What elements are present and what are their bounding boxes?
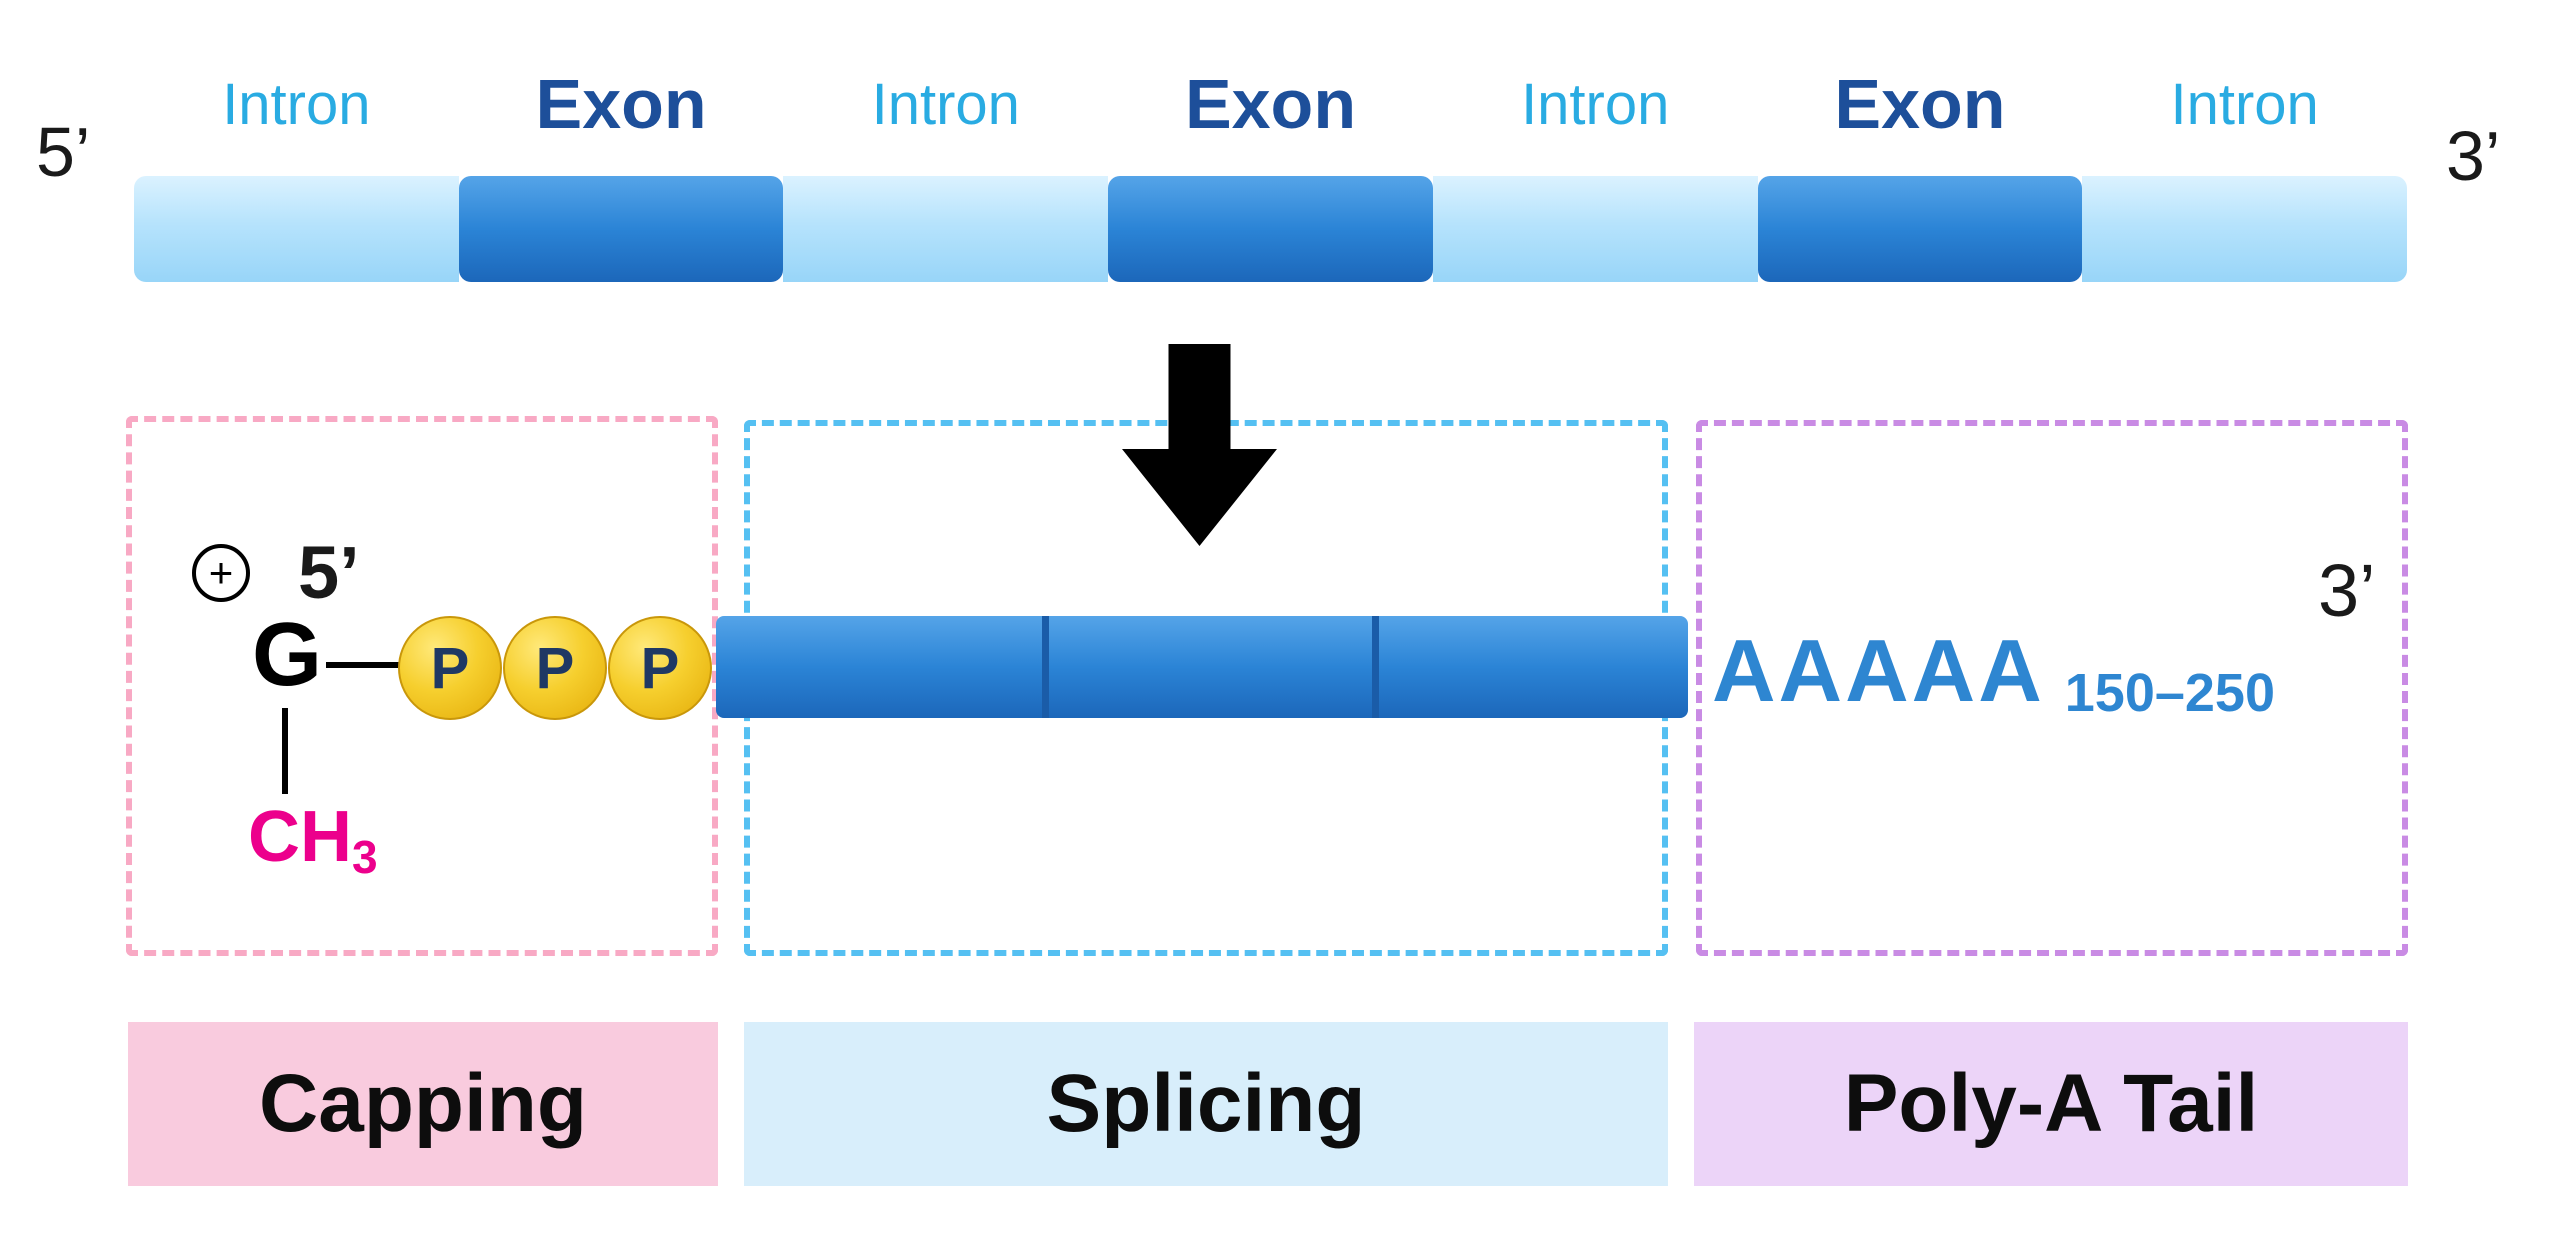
pre-mrna-three-prime-label: 3’ bbox=[2446, 117, 2501, 195]
intron-segment bbox=[134, 176, 459, 282]
phosphate-label: P bbox=[640, 635, 680, 701]
polya-label: Poly-A Tail bbox=[1843, 1058, 2259, 1149]
intron-segment bbox=[783, 176, 1109, 282]
pre-mrna-strand bbox=[134, 176, 2407, 282]
poly-a-sequence: AAAAA bbox=[1712, 621, 2045, 720]
poly-a-tail: AAAAA 150–250 bbox=[1712, 620, 2275, 723]
phosphate-circle: P bbox=[503, 616, 607, 720]
methyl-group-label: CH3 bbox=[248, 796, 378, 883]
plus-circle-icon: + bbox=[192, 544, 250, 602]
pre-mrna-segment-labels: Intron Exon Intron Exon Intron Exon Intr… bbox=[134, 52, 2407, 156]
exon-label: Exon bbox=[1184, 65, 1357, 143]
phosphate-label: P bbox=[430, 635, 470, 701]
polya-region-box bbox=[1696, 420, 2408, 956]
exon-junction bbox=[1372, 616, 1380, 718]
mature-mrna-five-prime-label: 5’ bbox=[298, 531, 360, 614]
mature-mrna-three-prime-label: 3’ bbox=[2318, 549, 2376, 632]
polya-label-box: Poly-A Tail bbox=[1694, 1022, 2408, 1186]
methyl-group-subscript: 3 bbox=[352, 831, 378, 883]
intron-segment bbox=[1432, 176, 1758, 282]
pre-mrna-five-prime-label: 5’ bbox=[36, 113, 91, 191]
cap-guanine-label: G bbox=[252, 605, 323, 705]
intron-segment bbox=[2082, 176, 2407, 282]
intron-label: Intron bbox=[222, 71, 371, 137]
exon-junction bbox=[1041, 616, 1049, 718]
exon-segment bbox=[1757, 176, 2083, 282]
methyl-group-text: CH bbox=[248, 797, 352, 877]
capping-region-box bbox=[126, 416, 718, 956]
splicing-label: Splicing bbox=[1046, 1058, 1366, 1149]
splicing-label-box: Splicing bbox=[744, 1022, 1668, 1186]
plus-sign: + bbox=[208, 549, 234, 596]
exon-segment bbox=[458, 176, 784, 282]
capping-label: Capping bbox=[259, 1058, 587, 1149]
phosphate-circle: P bbox=[608, 616, 712, 720]
phosphate-circle: P bbox=[398, 616, 502, 720]
exon-label: Exon bbox=[535, 65, 707, 143]
intron-label: Intron bbox=[871, 71, 1020, 137]
mature-mrna-strand bbox=[716, 616, 1688, 718]
g-phosphate-bond-line bbox=[326, 662, 406, 668]
phosphate-label: P bbox=[535, 635, 575, 701]
exon-segment bbox=[1108, 176, 1433, 282]
g-methyl-bond-line bbox=[282, 708, 288, 794]
capping-label-box: Capping bbox=[128, 1022, 718, 1186]
intron-label: Intron bbox=[1521, 71, 1670, 137]
exon-label: Exon bbox=[1834, 65, 2006, 143]
poly-a-length: 150–250 bbox=[2064, 663, 2275, 723]
intron-label: Intron bbox=[2170, 71, 2319, 137]
